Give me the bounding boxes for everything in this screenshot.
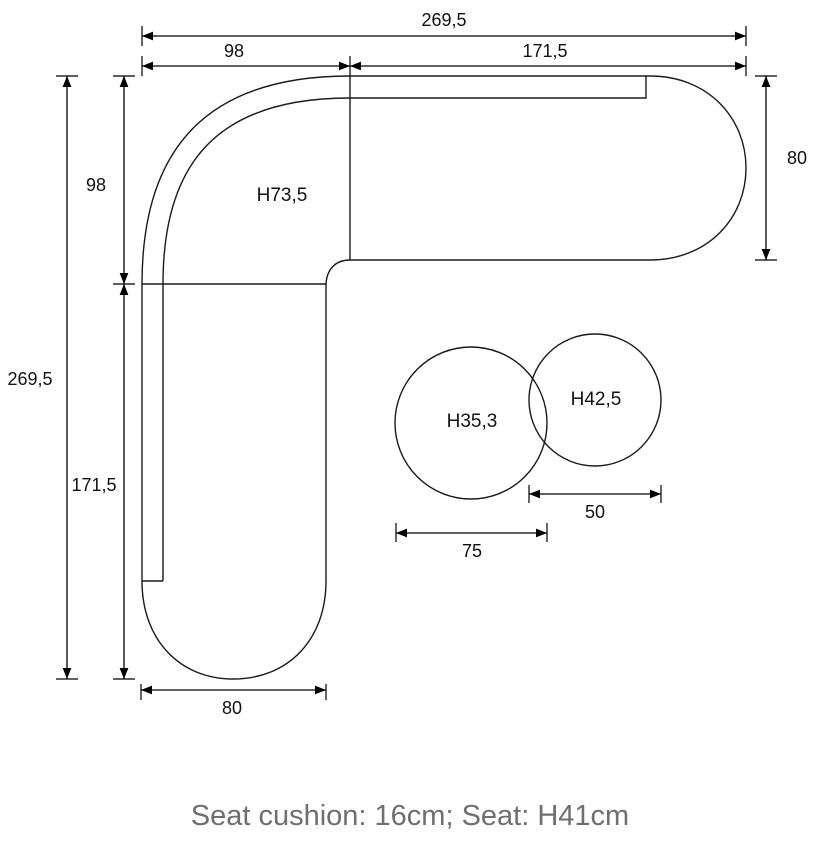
dim-table-small-width: 50 [585, 502, 605, 522]
dimension-labels: 269,5 98 171,5 80 269,5 98 171,5 80 75 5… [7, 10, 807, 718]
seat-caption: Seat cushion: 16cm; Seat: H41cm [190, 800, 630, 832]
dim-top-left: 98 [224, 41, 244, 61]
dim-left-total: 269,5 [7, 369, 52, 389]
dim-top-total: 269,5 [421, 10, 466, 30]
dim-left-upper: 98 [86, 175, 106, 195]
sofa-height-label: H73,5 [257, 185, 308, 206]
dim-left-lower: 171,5 [71, 475, 116, 495]
dimension-lines [62, 31, 771, 695]
dim-bottom-width: 80 [222, 698, 242, 718]
extension-lines [56, 26, 777, 700]
dim-top-right: 171,5 [522, 41, 567, 61]
sofa-outer-outline [141, 75, 747, 680]
table-small-height-label: H42,5 [571, 389, 622, 410]
coffee-tables [394, 333, 662, 500]
dim-right-depth: 80 [787, 148, 807, 168]
table-small [528, 333, 662, 467]
table-large-height-label: H35,3 [447, 411, 498, 432]
sofa-shape [141, 75, 747, 680]
height-labels: H73,5 H35,3 H42,5 [257, 185, 622, 432]
table-large [394, 346, 548, 500]
dim-table-large-width: 75 [462, 541, 482, 561]
sofa-backrest-inner [162, 76, 647, 581]
